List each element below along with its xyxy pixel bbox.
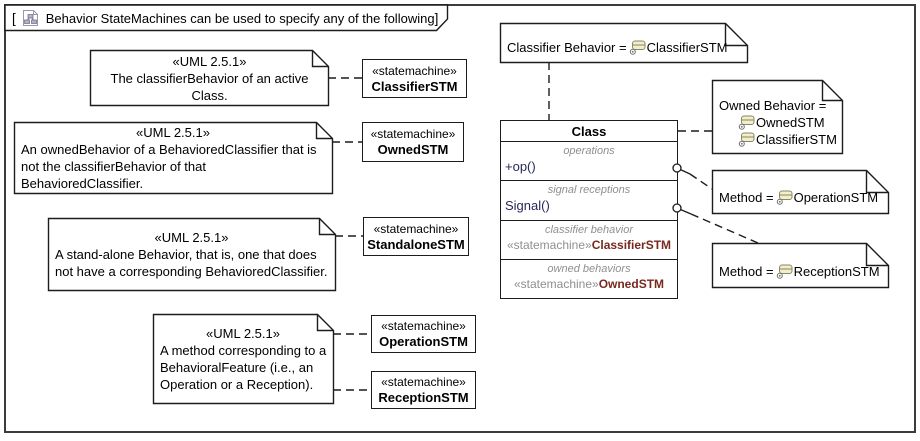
value-note-method-reception[interactable]: Method = ReceptionSTM: [712, 243, 888, 287]
statemachine-name: OwnedSTM: [377, 142, 449, 157]
statemachine-box-standalonestm[interactable]: «statemachine» StandaloneSTM: [363, 217, 469, 256]
frame-label-pentagon: [4, 4, 449, 32]
value-note-label: Classifier Behavior =: [507, 40, 627, 55]
statemachine-stereotype: «statemachine»: [381, 319, 466, 333]
value-note-value: OperationSTM: [793, 190, 879, 205]
connector-op-port-method-note: [689, 173, 713, 190]
value-note-classifier-behavior[interactable]: Classifier Behavior = ClassifierSTM: [500, 23, 747, 62]
statemachine-name: StandaloneSTM: [367, 236, 465, 252]
note-shape-classifier-behavior[interactable]: [499, 22, 749, 64]
frame-title-label: Behavior StateMachines can be used to sp…: [45, 10, 435, 26]
frame-open-bracket: [: [12, 10, 16, 26]
class-name: Class: [571, 123, 607, 139]
entry-stereotype: «statemachine»: [506, 237, 592, 252]
value-note-label: Owned Behavior =: [719, 98, 827, 113]
note-line: not have a corresponding BehavioredClass…: [55, 264, 328, 279]
compartment-label: signal receptions: [547, 184, 631, 197]
note-line: not the classifierBehavior of that Behav…: [21, 159, 206, 191]
statemachine-stereotype: «statemachine»: [381, 375, 466, 389]
note-shape-method-reception[interactable]: [711, 242, 890, 289]
compartment-label: classifier behavior: [544, 223, 634, 236]
note-stereotype: «UML 2.5.1»: [136, 125, 210, 140]
signal-receptions-compartment[interactable]: signal receptions Signal(): [501, 180, 677, 219]
note-fold-1: [311, 50, 329, 68]
value-note-label: Method =: [719, 264, 774, 279]
uml-note-classifier[interactable]: «UML 2.5.1» The classifierBehavior of an…: [91, 51, 328, 105]
note-fold-2: [315, 122, 333, 140]
statemachine-stereotype: «statemachine»: [372, 63, 457, 78]
classifier-behavior-compartment[interactable]: classifier behavior «statemachine»Classi…: [501, 219, 677, 259]
note-shape-2[interactable]: [13, 121, 334, 195]
statemachine-box-receptionstm[interactable]: «statemachine» ReceptionSTM: [371, 371, 476, 409]
note-shapes: [13, 22, 890, 405]
statemachine-box-ownedstm[interactable]: «statemachine» OwnedSTM: [362, 122, 464, 162]
classifier-behavior-entry[interactable]: «statemachine»ClassifierSTM: [501, 237, 677, 254]
note-fold-owned-behavior: [821, 80, 843, 102]
statemachine-box-classifierstm[interactable]: «statemachine» ClassifierSTM: [362, 59, 467, 98]
value-note-value: ReceptionSTM: [793, 264, 880, 279]
note-fold-3: [318, 218, 336, 236]
statemachine-name: ReceptionSTM: [378, 390, 469, 405]
uml-note-standalone[interactable]: «UML 2.5.1» A stand-alone Behavior, that…: [49, 219, 334, 290]
statemachine-name: ClassifierSTM: [371, 78, 458, 94]
note-line: The classifierBehavior of an active Clas…: [110, 70, 309, 103]
diagram-kind-icon: [22, 10, 38, 26]
value-note-value: OwnedSTM: [756, 115, 825, 130]
note-shape-method-operation[interactable]: [711, 169, 890, 215]
note-fold-classifier-behavior: [724, 23, 748, 47]
value-note-owned-behavior[interactable]: Owned Behavior = OwnedSTM ClassifierSTM: [712, 80, 842, 153]
statemachine-stereotype: «statemachine»: [373, 221, 459, 236]
statemachine-stereotype: «statemachine»: [370, 127, 456, 141]
note-anchor-connectors: [328, 62, 759, 391]
statemachine-icon: [629, 40, 646, 55]
entry-name: ClassifierSTM: [591, 237, 672, 252]
note-fold-method-reception: [865, 243, 889, 267]
frame-title: [ Behavior StateMachines can be used to …: [12, 8, 438, 28]
value-note-method-operation[interactable]: Method = OperationSTM: [712, 170, 888, 213]
statemachine-icon: [776, 264, 793, 279]
note-line: An ownedBehavior of a BehavioredClassifi…: [21, 142, 317, 157]
note-fold-method-operation: [865, 170, 889, 194]
note-shape-3[interactable]: [47, 217, 337, 292]
note-shape-1[interactable]: [89, 49, 330, 107]
statemachine-name: OperationSTM: [379, 334, 468, 349]
class-box[interactable]: Class operations +op() signal receptions…: [500, 120, 678, 299]
owned-behaviors-compartment[interactable]: owned behaviors «statemachine»OwnedSTM: [501, 258, 677, 298]
entry-name: OwnedSTM: [598, 276, 665, 291]
compartment-label: owned behaviors: [547, 262, 631, 275]
note-line: BehavioralFeature (i.e., an: [160, 360, 314, 375]
value-note-value: ClassifierSTM: [756, 132, 837, 147]
statemachine-box-operationstm[interactable]: «statemachine» OperationSTM: [371, 315, 476, 353]
value-note-label: Method =: [719, 190, 774, 205]
note-line: A method corresponding to a: [160, 343, 327, 358]
frame-close-bracket: ]: [434, 10, 439, 26]
statemachine-icon: [738, 115, 755, 130]
note-fold-4: [316, 314, 334, 332]
value-note-value: ClassifierSTM: [646, 40, 728, 55]
operations-compartment[interactable]: operations +op(): [501, 141, 677, 180]
uml-note-method[interactable]: «UML 2.5.1» A method corresponding to a …: [154, 315, 332, 403]
note-stereotype: «UML 2.5.1»: [206, 326, 280, 341]
note-shape-4[interactable]: [152, 313, 335, 405]
statemachine-icon: [738, 132, 755, 147]
statemachine-icon: [776, 190, 793, 205]
reception-entry[interactable]: Signal(): [505, 198, 550, 214]
note-stereotype: «UML 2.5.1»: [172, 53, 247, 69]
uml-note-owned[interactable]: «UML 2.5.1» An ownedBehavior of a Behavi…: [15, 123, 331, 193]
note-line: Operation or a Reception).: [160, 377, 314, 392]
operation-entry[interactable]: +op(): [505, 159, 536, 174]
note-line: A stand-alone Behavior, that is, one tha…: [55, 247, 317, 262]
compartment-label: operations: [563, 145, 615, 157]
note-stereotype: «UML 2.5.1»: [154, 230, 229, 245]
owned-behavior-entry[interactable]: «statemachine»OwnedSTM: [501, 276, 677, 293]
entry-stereotype: «statemachine»: [513, 276, 599, 291]
